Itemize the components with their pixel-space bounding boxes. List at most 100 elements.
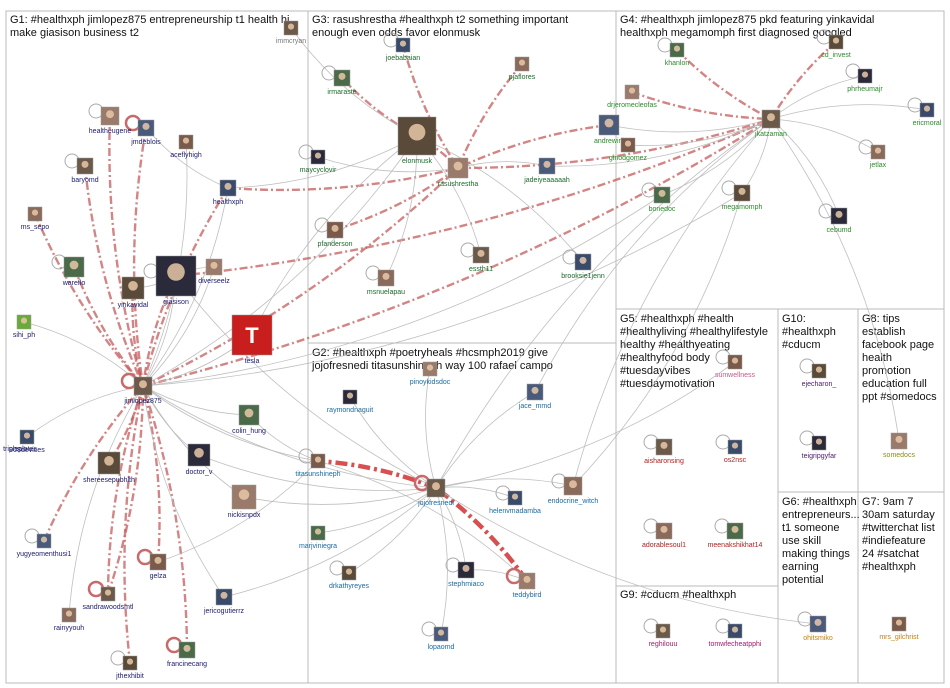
edge-jace_mmd-jojofresnedi [435, 391, 536, 489]
node-label: jetlax [869, 162, 887, 169]
node-label: helenvmadamba [489, 508, 541, 515]
node-maycyclovir[interactable]: maycyclovir [300, 149, 337, 174]
node-os2nsc[interactable]: os2nsc [724, 439, 747, 464]
node-immcryan[interactable]: immcryan [276, 20, 306, 45]
node-marjviniegra[interactable]: marjviniegra [299, 525, 337, 550]
node-drjeromecleofas[interactable]: drjeromecleofas [607, 84, 657, 109]
node-mrs_gilchrist[interactable]: mrs_gilchrist [879, 616, 919, 641]
node-jthexhibit[interactable]: jthexhibit [115, 655, 144, 680]
avatar-face-icon [523, 575, 531, 583]
node-yugyeomenthusi1[interactable]: yugyeomenthusi1 [17, 533, 72, 558]
node-bonedoc[interactable]: bonedoc [649, 186, 676, 213]
node-908devices[interactable]: 908devices [9, 429, 45, 454]
node-aisharonsing[interactable]: aisharonsing [644, 438, 684, 465]
node-jmdeblois[interactable]: jmdeblois [130, 119, 161, 146]
node-pfanderson[interactable]: pfanderson [317, 221, 353, 248]
node-baryomd[interactable]: baryomd [71, 157, 99, 184]
node-nickisnpdx[interactable]: nickisnpdx [228, 484, 261, 519]
node-healthxph[interactable]: healthxph [213, 179, 243, 206]
node-label: nickisnpdx [228, 512, 261, 519]
node-shereesepubhlth[interactable]: shereesepubhlth [83, 451, 135, 484]
node-cd_invest[interactable]: cd_invest [821, 34, 851, 59]
node-rasushrestha[interactable]: rasushrestha [438, 157, 479, 188]
node-phrheumajr[interactable]: phrheumajr [847, 68, 883, 93]
node-essth11[interactable]: essth11 [469, 246, 493, 273]
edge-jimlopez875-elonmusk [142, 135, 418, 387]
node-colin_hung[interactable]: colin_hung [232, 404, 266, 435]
node-irmaraste[interactable]: irmaraste [327, 69, 357, 96]
node-tripleplates[interactable]: tripleplates [3, 446, 37, 453]
avatar-face-icon [244, 408, 254, 418]
avatar-face-icon [767, 113, 775, 122]
node-jetlax[interactable]: jetlax [869, 144, 887, 169]
node-brooksie1jenn[interactable]: brooksie1jenn [561, 253, 605, 280]
node-teigripgyfar[interactable]: teigripgyfar [802, 435, 837, 460]
node-endocrine_witch[interactable]: endocrine_witch [548, 476, 599, 505]
node-titasunshineph[interactable]: titasunshineph [295, 453, 341, 478]
node-meenakshikhat14[interactable]: meenakshikhat14 [708, 522, 763, 549]
node-aceflyhigh[interactable]: aceflyhigh [170, 134, 202, 159]
node-label: pjaflores [509, 74, 536, 81]
node-yinkavidal[interactable]: yinkavidal [118, 276, 149, 309]
node-jimlopez875[interactable]: jimlopez875 [123, 376, 162, 405]
node-pjaflores[interactable]: pjaflores [509, 56, 536, 81]
group-title-g8: G8: tips establish facebook page health … [862, 313, 937, 403]
edge-jimlopez875-jojofresnedi [142, 385, 437, 489]
edge-jimlopez875-colin_hung [142, 385, 250, 416]
avatar-face-icon [142, 122, 150, 130]
node-elonmusk[interactable]: elonmusk [397, 116, 437, 165]
node-lopaomd[interactable]: lopaomd [428, 626, 455, 651]
node-label: titasunshineph [295, 471, 340, 478]
node-giasison[interactable]: giasison [155, 255, 197, 306]
node-megamomph[interactable]: megamomph [722, 184, 763, 211]
node-jericogutierrz[interactable]: jericogutierrz [203, 588, 245, 615]
node-wareflo[interactable]: wareflo [62, 256, 86, 287]
node-tomwfecheatpphi[interactable]: tomwfecheatpphi [709, 623, 762, 648]
node-ericmoral[interactable]: ericmoral [913, 102, 942, 127]
node-sihi_ph[interactable]: sihi_ph [13, 314, 35, 339]
node-teddybird[interactable]: teddybird [513, 572, 542, 599]
node-ejecharon_[interactable]: ejecharon_ [802, 363, 837, 388]
node-label: healthxph [213, 199, 243, 206]
node-sumwellness[interactable]: sumwellness [715, 354, 756, 379]
node-label: pinoykidsdoc [410, 379, 451, 386]
node-khanlon[interactable]: khanlon [665, 42, 690, 67]
avatar-face-icon [731, 626, 739, 633]
node-healtheugene[interactable]: healtheugene [89, 106, 132, 135]
node-label: endocrine_witch [548, 498, 599, 505]
node-doctor_v[interactable]: doctor_v [186, 443, 213, 476]
node-drkathyreyes[interactable]: drkathyreyes [329, 565, 370, 590]
node-label: brooksie1jenn [561, 273, 605, 280]
edge-joebabaian-rasushrestha [401, 44, 460, 169]
node-pinoykidsdoc[interactable]: pinoykidsdoc [410, 361, 451, 386]
node-jkatzaman[interactable]: jkatzaman [754, 109, 787, 138]
node-ohitsmiko[interactable]: ohitsmiko [803, 615, 833, 642]
edge-healthxph-elonmusk [227, 135, 418, 189]
node-stephmiaco[interactable]: stephmiaco [448, 561, 484, 588]
avatar-face-icon [462, 564, 470, 572]
node-rainyyouh[interactable]: rainyyouh [54, 607, 84, 632]
node-sandrawoodsmtl[interactable]: sandrawoodsmtl [83, 586, 134, 611]
node-francinecang[interactable]: francinecang [167, 641, 207, 668]
node-ms_sepo[interactable]: ms_sepo [21, 206, 50, 231]
node-raymondnaguit[interactable]: raymondnaguit [327, 389, 373, 414]
node-msnuelapau[interactable]: msnuelapau [367, 269, 405, 296]
avatar-face-icon [437, 629, 445, 636]
node-joebabaian[interactable]: joebabaian [385, 37, 420, 62]
node-ginodgomez[interactable]: ginodgomez [609, 137, 648, 162]
node-andrewinj[interactable]: andrewinj [594, 114, 624, 145]
node-jace_mmd[interactable]: jace_mmd [518, 383, 551, 410]
node-jojofresnedi[interactable]: jojofresnedi [417, 478, 454, 507]
edge-jimlopez875-jthexhibit [123, 385, 145, 664]
node-diverseelz[interactable]: diverseelz [198, 258, 230, 285]
node-cebumd[interactable]: cebumd [827, 207, 852, 234]
node-somedocs[interactable]: somedocs [883, 432, 915, 459]
node-label: jericogutierrz [203, 608, 245, 615]
node-adorablesoul1[interactable]: adorablesoul1 [642, 522, 686, 549]
group-box-g7 [857, 491, 945, 684]
node-reghilouu[interactable]: reghilouu [649, 623, 678, 648]
node-helenvmadamba[interactable]: helenvmadamba [489, 490, 541, 515]
node-jadeiyeaaaaah[interactable]: jadeiyeaaaaah [523, 157, 570, 184]
node-gelza[interactable]: gelza [150, 553, 167, 580]
